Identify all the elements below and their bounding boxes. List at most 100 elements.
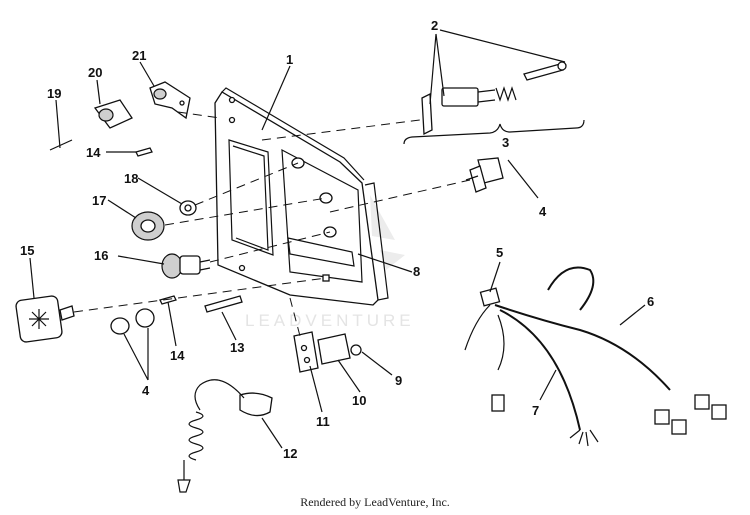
leader-4-right — [507, 159, 539, 199]
align-line-bracket — [177, 111, 221, 119]
leader-5 — [489, 261, 501, 293]
callout-19: 19 — [47, 86, 61, 101]
harness-lead-2 — [497, 314, 505, 371]
callout-2: 2 — [431, 18, 438, 33]
callout-5: 5 — [496, 245, 503, 260]
switch-stem — [465, 175, 479, 181]
tether-loop — [194, 379, 245, 411]
bracket-20-hole — [98, 108, 114, 122]
harness-wire-ends — [569, 429, 599, 447]
tether-clip — [177, 460, 191, 493]
panel-rivet-3 — [238, 264, 246, 272]
callout-15: 15 — [20, 243, 34, 258]
harness-lead-1 — [464, 304, 491, 351]
tether-cap — [239, 392, 273, 417]
switch-lever — [469, 165, 487, 193]
panel-side-flange — [364, 182, 389, 301]
panel-slot — [287, 237, 355, 267]
connector-16-pins — [199, 259, 211, 271]
leader-19 — [55, 99, 61, 149]
connector-16-shell — [179, 255, 201, 275]
harness-connector-a — [491, 394, 505, 412]
callout-14-lower: 14 — [170, 348, 185, 363]
align-line-15 — [73, 277, 327, 313]
leader-16 — [117, 255, 165, 265]
plate-11-body — [293, 331, 319, 373]
callout-16: 16 — [94, 248, 108, 263]
latch-pin — [477, 89, 496, 103]
callout-11: 11 — [316, 414, 330, 429]
toggle-switch — [465, 157, 504, 193]
callout-3: 3 — [502, 135, 509, 150]
leader-18 — [137, 177, 183, 205]
nut-4 — [110, 317, 130, 335]
leader-21 — [139, 61, 155, 87]
panel-hole-2 — [319, 192, 333, 204]
align-line-16 — [209, 231, 331, 263]
connector-16 — [161, 253, 211, 279]
tether-12 — [177, 379, 273, 493]
harness-loop — [547, 266, 595, 311]
panel-square-hole — [322, 274, 330, 282]
leader-lines — [29, 29, 646, 449]
leader-13 — [221, 311, 237, 341]
callout-10: 10 — [352, 393, 366, 408]
leader-7 — [539, 369, 557, 401]
bracket-brace-3 — [403, 119, 585, 145]
harness-switch-5 — [479, 287, 501, 307]
screw-14-lower — [159, 295, 177, 305]
leader-2 — [429, 29, 566, 105]
watermark-text: LEADVENTURE — [245, 311, 415, 330]
harness-connector-c — [671, 419, 687, 435]
cap-15-tab — [59, 305, 75, 321]
bracket-10 — [317, 333, 351, 365]
credit-footer: Rendered by LeadVenture, Inc. — [300, 495, 450, 509]
panel-rivet-2 — [228, 116, 236, 124]
mount-plate-11 — [293, 331, 319, 373]
leader-11 — [309, 365, 323, 413]
leader-6 — [619, 304, 646, 326]
pin-19 — [49, 139, 73, 151]
watermark-logo — [370, 195, 405, 270]
leader-20 — [96, 79, 101, 105]
callout-4-right: 4 — [539, 204, 547, 219]
callout-1: 1 — [286, 52, 293, 67]
callout-7: 7 — [532, 403, 539, 418]
panel-cutout-left-inner — [232, 145, 269, 251]
watermark: LEADVENTURE — [245, 195, 415, 330]
tether-coil — [188, 411, 204, 461]
cap-15-symbol — [29, 309, 49, 329]
leader-12 — [261, 417, 283, 449]
callout-21: 21 — [132, 48, 146, 63]
latch-assembly — [403, 61, 585, 145]
panel-rivet-1 — [228, 96, 236, 104]
connector-16-body — [161, 253, 183, 279]
leader-17 — [107, 199, 137, 219]
harness-connector-b — [654, 409, 670, 425]
latch-rod — [523, 63, 564, 81]
callout-6: 6 — [647, 294, 654, 309]
align-line-18 — [194, 162, 299, 206]
bracket-21-rivet — [179, 100, 185, 106]
harness-connector-e — [711, 404, 727, 420]
harness-main-7 — [499, 309, 581, 431]
bracket-21 — [149, 81, 191, 120]
bracket-21-hole — [153, 88, 167, 100]
leader-4-left — [123, 328, 149, 381]
washer-4 — [135, 308, 155, 328]
latch-body — [441, 87, 479, 107]
bracket-20 — [93, 99, 133, 129]
leader-14-lower — [167, 301, 177, 347]
nut-9 — [350, 344, 362, 356]
leader-15 — [29, 257, 35, 299]
callout-8: 8 — [413, 264, 420, 279]
washer-18-inner — [184, 204, 192, 212]
leader-10 — [337, 359, 361, 393]
callout-12: 12 — [283, 446, 297, 461]
callout-18: 18 — [124, 171, 138, 186]
harness-connector-d — [694, 394, 710, 410]
callout-20: 20 — [88, 65, 102, 80]
callouts: 1 2 3 4 4 5 6 7 8 9 10 11 12 13 14 14 15… — [20, 18, 654, 461]
callout-9: 9 — [395, 373, 402, 388]
